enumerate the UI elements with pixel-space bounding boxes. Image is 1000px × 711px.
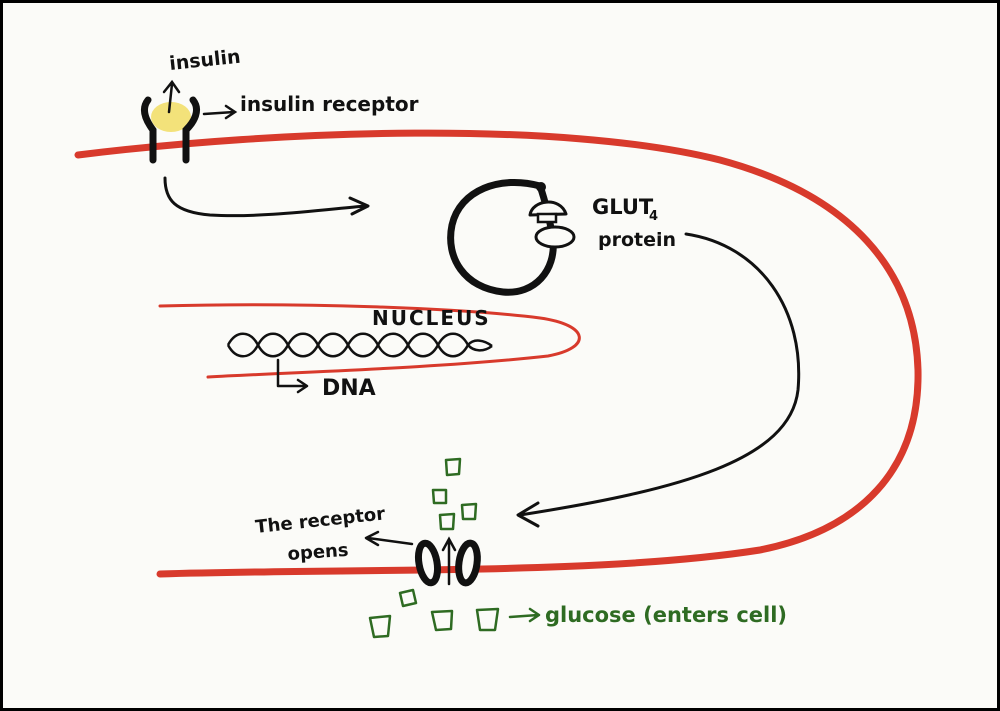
glucose-square	[444, 457, 462, 477]
glucose-pointer-arrow	[508, 607, 541, 623]
translocation-arrow	[516, 232, 801, 528]
glucose-square	[398, 588, 418, 608]
dna-helix	[226, 332, 493, 394]
glut4-channel	[364, 530, 481, 587]
dna-pointer-arrow	[276, 358, 309, 394]
glut4-protein-bottom	[534, 225, 576, 249]
glucose-square	[475, 607, 500, 632]
glut4-protein-stem	[536, 212, 558, 224]
cell-membrane	[74, 129, 922, 578]
nucleus-membrane	[158, 303, 581, 379]
receptor-opens-label-line1: The receptor	[254, 503, 386, 538]
glucose-label: glucose (enters cell)	[545, 603, 787, 627]
dna-label: DNA	[322, 376, 376, 401]
protein-label: protein	[598, 229, 676, 251]
glut4-protein-top	[528, 200, 568, 217]
insulin-label: insulin	[168, 46, 241, 75]
channel-right-half	[455, 539, 481, 587]
receptor-pointer-arrow	[202, 104, 238, 120]
insulin-molecule	[151, 102, 191, 132]
nucleus-label: NUCLEUS	[372, 306, 491, 330]
glucose-molecules	[368, 457, 541, 639]
glut4-subscript: 4	[649, 209, 658, 224]
glut4-vesicle	[447, 179, 576, 296]
insulin-pointer-arrow	[162, 79, 181, 114]
glut4-label: GLUT	[592, 195, 654, 219]
signal-arrow	[163, 176, 370, 218]
insulin-receptor-label: insulin receptor	[240, 92, 419, 116]
vesicle-knob	[536, 182, 546, 192]
glucose-square	[460, 502, 478, 521]
insulin-receptor-right-arm	[182, 96, 200, 164]
opens-pointer-arrow	[364, 530, 414, 547]
receptor-opens-label-line2: opens	[287, 540, 349, 565]
glucose-square	[368, 614, 392, 639]
glucose-entry-arrow	[441, 536, 457, 586]
channel-left-half	[414, 539, 442, 587]
insulin-receptor-left-arm	[140, 96, 157, 164]
insulin-receptor-group	[140, 79, 238, 164]
glucose-square	[430, 609, 454, 632]
glucose-square	[431, 488, 448, 505]
glucose-square	[438, 512, 456, 531]
dna-strand-b	[226, 332, 493, 358]
dna-strand-a	[226, 332, 493, 358]
